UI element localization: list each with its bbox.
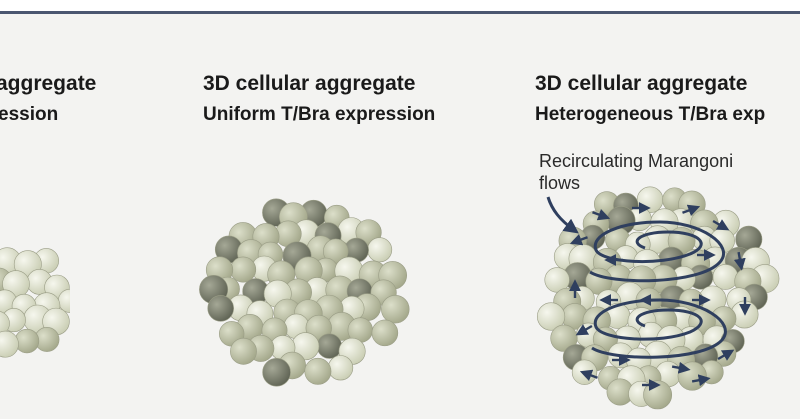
cell [0, 330, 19, 358]
flow-arrow [592, 208, 611, 221]
header-bar [0, 0, 800, 14]
marangoni-flows [546, 196, 727, 359]
cell [677, 361, 707, 391]
spiral-upper [589, 220, 725, 283]
cell [327, 355, 354, 381]
panel-2-subtitle: Uniform T/Bra expression [203, 104, 436, 125]
flow-arrow [579, 369, 598, 382]
cell [207, 295, 234, 322]
panel-1-subtitle: ession [0, 104, 59, 125]
cell [0, 311, 10, 336]
spiral-lower [591, 298, 727, 359]
panel-2-title: 3D cellular aggregate [203, 72, 416, 95]
flow-arrows [569, 202, 751, 391]
cell [712, 264, 739, 290]
flow-arrow [733, 251, 746, 271]
cell [571, 359, 598, 385]
aggregate-uniform [199, 198, 410, 387]
cell [262, 358, 291, 387]
aggregate-left-partial [0, 247, 70, 358]
cell [230, 256, 257, 283]
pointer-arrow [546, 196, 579, 234]
cell [367, 237, 393, 263]
marangoni-flow-label-line1: Recirculating Marangoni [539, 151, 734, 171]
cell [550, 324, 578, 352]
cell [14, 328, 40, 354]
cell [58, 288, 70, 313]
flow-arrow [569, 233, 588, 246]
cell [230, 337, 257, 365]
panel-1-title: aggregate [0, 72, 97, 95]
cell [304, 357, 332, 385]
cell [381, 294, 410, 324]
marangoni-flow-label: Recirculating Marangoni flows [539, 150, 733, 194]
flow-arrow [682, 204, 701, 217]
flow-arrow [712, 219, 730, 231]
cell [371, 319, 399, 347]
cell [316, 333, 343, 359]
panel-3-title: 3D cellular aggregate [535, 72, 748, 95]
flow-arrow [691, 374, 711, 387]
flow-arrow [717, 349, 735, 361]
marangoni-flow-label-line2: flows [539, 173, 581, 193]
panel-3-subtitle: Heterogeneous T/Bra exp [535, 104, 766, 125]
flow-arrow [671, 361, 691, 374]
aggregate-heterogeneous [536, 186, 780, 410]
cell [536, 302, 566, 331]
flow-arrow [575, 324, 593, 336]
